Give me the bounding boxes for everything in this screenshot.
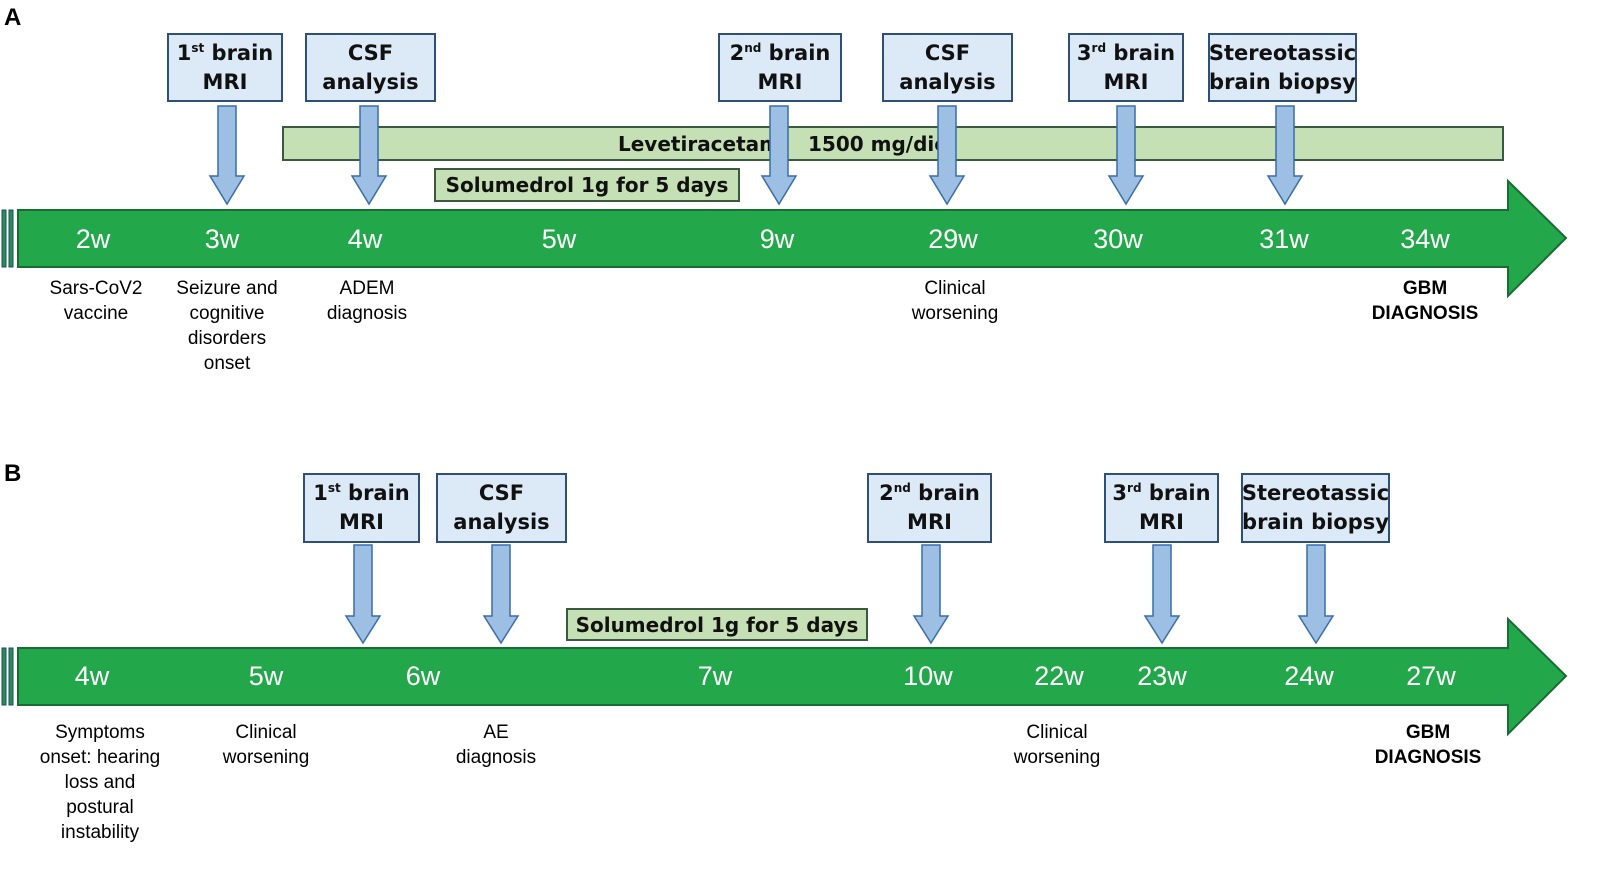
panel-b-label: B [4,460,22,487]
week-label-a-8: 31w [1259,224,1309,254]
panel-a-label: A [4,4,22,31]
week-label-a-2: 3w [204,224,240,254]
levetiracetam-dose: 1500 mg/die [808,131,948,156]
week-label-a-3: 4w [347,224,383,254]
week-label-b-7: 23w [1137,661,1187,691]
levetiracetam-bar: Levetiracetam 1500 mg/die [282,126,1504,161]
week-label-a-5: 9w [759,224,795,254]
timeline-b-arrow [17,616,1568,737]
week-label-b-1: 4w [74,661,110,691]
week-label-b-3: 6w [405,661,441,691]
solumedrol-bar-b: Solumedrol 1g for 5 days [566,608,868,641]
timeline-b-break-mark-1 [1,647,7,706]
timeline-b-break-mark-2 [8,647,14,706]
week-label-a-7: 30w [1093,224,1143,254]
week-label-a-6: 29w [928,224,978,254]
week-label-b-8: 24w [1284,661,1334,691]
week-label-b-4: 7w [697,661,733,691]
timeline-a-break-mark-1 [1,209,7,268]
timeline-b [1,616,1568,737]
solumedrol-label-a: Solumedrol 1g for 5 days [445,173,729,197]
week-label-a-9: 34w [1400,224,1450,254]
timeline-a-arrow [17,178,1568,299]
week-label-b-2: 5w [248,661,284,691]
timeline-a-break-mark-2 [8,209,14,268]
week-label-b-6: 22w [1034,661,1084,691]
week-label-b-5: 10w [903,661,953,691]
solumedrol-bar-a: Solumedrol 1g for 5 days [434,168,740,202]
timeline-a [1,178,1568,299]
week-label-a-4: 5w [541,224,577,254]
week-label-a-1: 2w [75,224,111,254]
levetiracetam-name: Levetiracetam [618,131,781,156]
week-label-b-9: 27w [1406,661,1456,691]
solumedrol-label-b: Solumedrol 1g for 5 days [575,612,859,637]
